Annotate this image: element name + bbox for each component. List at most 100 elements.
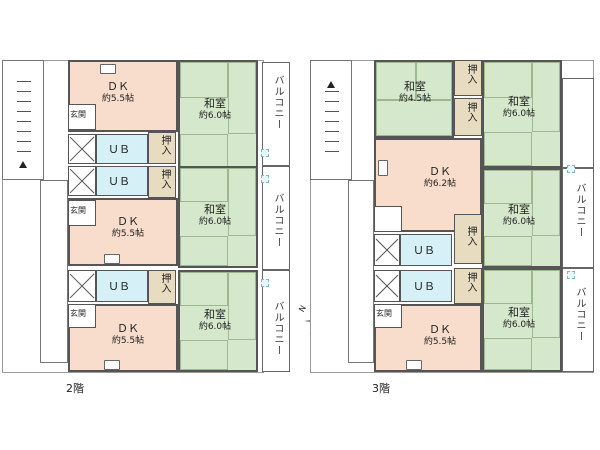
- pipe-space: [374, 270, 400, 302]
- washitsu-size: 約6.0帖: [502, 216, 536, 227]
- ub-label: ＵＢ: [413, 244, 435, 257]
- ub-room: [400, 270, 452, 302]
- washitsu-label: 和室 約6.0帖: [494, 203, 544, 228]
- genkan: [68, 104, 96, 130]
- dk-label: ＤＫ 約5.5帖: [98, 215, 158, 240]
- washitsu-size: 約6.0帖: [502, 319, 536, 330]
- genkan-label: 玄関: [70, 206, 86, 215]
- oshiire: [454, 214, 482, 264]
- washitsu-room: [178, 270, 258, 372]
- pipe-space: [68, 134, 96, 164]
- balcony: バルコニー: [261, 62, 290, 166]
- genkan: [374, 304, 402, 328]
- washitsu-size: 約6.0帖: [198, 110, 232, 121]
- balcony: バルコニー: [562, 268, 594, 372]
- dk-name: ＤＫ: [117, 215, 139, 228]
- stairs-arrow-icon: [327, 81, 335, 88]
- balcony: バルコニー: [261, 270, 290, 372]
- window-icon: [261, 279, 269, 287]
- oshiire-label: 押入: [465, 102, 476, 122]
- oshiire-label: 押入: [159, 135, 170, 155]
- balcony: バルコニー: [261, 166, 290, 270]
- sink-icon: [100, 64, 116, 74]
- corridor-3f: [348, 180, 374, 363]
- floor-label-2f: 2階: [66, 382, 84, 395]
- oshiire-label: 押入: [159, 169, 170, 189]
- dk-size: 約5.5帖: [101, 93, 135, 104]
- balcony-label: バルコニー: [272, 75, 283, 130]
- washitsu-name: 和室: [508, 95, 530, 108]
- ub-label: ＵＢ: [108, 280, 130, 293]
- washitsu-room: [482, 60, 562, 168]
- washitsu-name: 和室: [204, 203, 226, 216]
- washitsu-room: [482, 168, 562, 268]
- washitsu-room: [482, 268, 562, 372]
- genkan-label: 玄関: [70, 110, 86, 119]
- pipe-space: [68, 166, 96, 196]
- washitsu-name: 和室: [508, 306, 530, 319]
- stairs-2f: [2, 60, 44, 180]
- washitsu-room: [178, 166, 258, 268]
- dk-name: ＤＫ: [107, 80, 129, 93]
- washitsu-size: 約6.0帖: [502, 108, 536, 119]
- washitsu-label: 和室 約4.5帖: [390, 80, 440, 105]
- balcony: バルコニー: [562, 165, 594, 268]
- window-icon: [567, 165, 575, 173]
- stairs-3f: [310, 60, 352, 180]
- oshiire: [454, 268, 482, 304]
- oshiire-label: 押入: [465, 64, 476, 84]
- washitsu-size: 約6.0帖: [198, 321, 232, 332]
- washitsu-label: 和室 約6.0帖: [190, 308, 240, 333]
- pipe-space: [374, 234, 400, 266]
- washitsu-name: 和室: [508, 203, 530, 216]
- balcony-label: バルコニー: [272, 193, 283, 248]
- sink-icon: [104, 360, 120, 370]
- washitsu-name: 和室: [204, 97, 226, 110]
- washitsu-name: 和室: [204, 308, 226, 321]
- sink-icon: [378, 160, 388, 176]
- genkan: [68, 200, 96, 226]
- ub-label: ＵＢ: [108, 175, 130, 188]
- balcony-label: バルコニー: [574, 183, 585, 238]
- washitsu-size: 約4.5帖: [398, 93, 432, 104]
- ub-room: [96, 134, 148, 164]
- washitsu-room: [374, 60, 454, 138]
- ub-room: [96, 166, 148, 196]
- dk-size: 約5.5帖: [111, 228, 145, 239]
- genkan-label: 玄関: [70, 309, 86, 318]
- genkan: [374, 206, 402, 232]
- pipe-space: [68, 270, 96, 302]
- oshiire: [148, 132, 176, 164]
- oshiire-label: 押入: [159, 273, 170, 293]
- genkan: [68, 304, 96, 328]
- sink-icon: [104, 254, 120, 264]
- genkan-label: 玄関: [376, 309, 392, 318]
- washitsu-label: 和室 約6.0帖: [190, 203, 240, 228]
- oshiire: [454, 98, 482, 136]
- washitsu-label: 和室 約6.0帖: [190, 97, 240, 122]
- ub-room: [400, 234, 452, 266]
- oshiire-label: 押入: [465, 272, 476, 292]
- oshiire-label: 押入: [465, 226, 476, 246]
- ub-room: [96, 270, 148, 302]
- ub-label: ＵＢ: [413, 280, 435, 293]
- oshiire: [148, 166, 176, 198]
- balcony: [562, 78, 594, 168]
- floor-label-3f: 3階: [372, 382, 390, 395]
- window-icon: [261, 175, 269, 183]
- dk-label: ＤＫ 約5.5帖: [88, 80, 148, 105]
- washitsu-label: 和室 約6.0帖: [494, 95, 544, 120]
- dk-name: ＤＫ: [429, 323, 451, 336]
- dk-size: 約5.5帖: [111, 335, 145, 346]
- balcony-label: バルコニー: [574, 287, 585, 342]
- stairs-arrow-icon: [19, 161, 27, 168]
- oshiire: [148, 270, 176, 304]
- dk-size: 約5.5帖: [423, 336, 457, 347]
- corridor-2f: [40, 180, 68, 363]
- oshiire: [454, 60, 482, 96]
- dk-name: ＤＫ: [117, 322, 139, 335]
- balcony-label: バルコニー: [272, 301, 283, 356]
- washitsu-name: 和室: [404, 80, 426, 93]
- sink-icon: [406, 360, 422, 370]
